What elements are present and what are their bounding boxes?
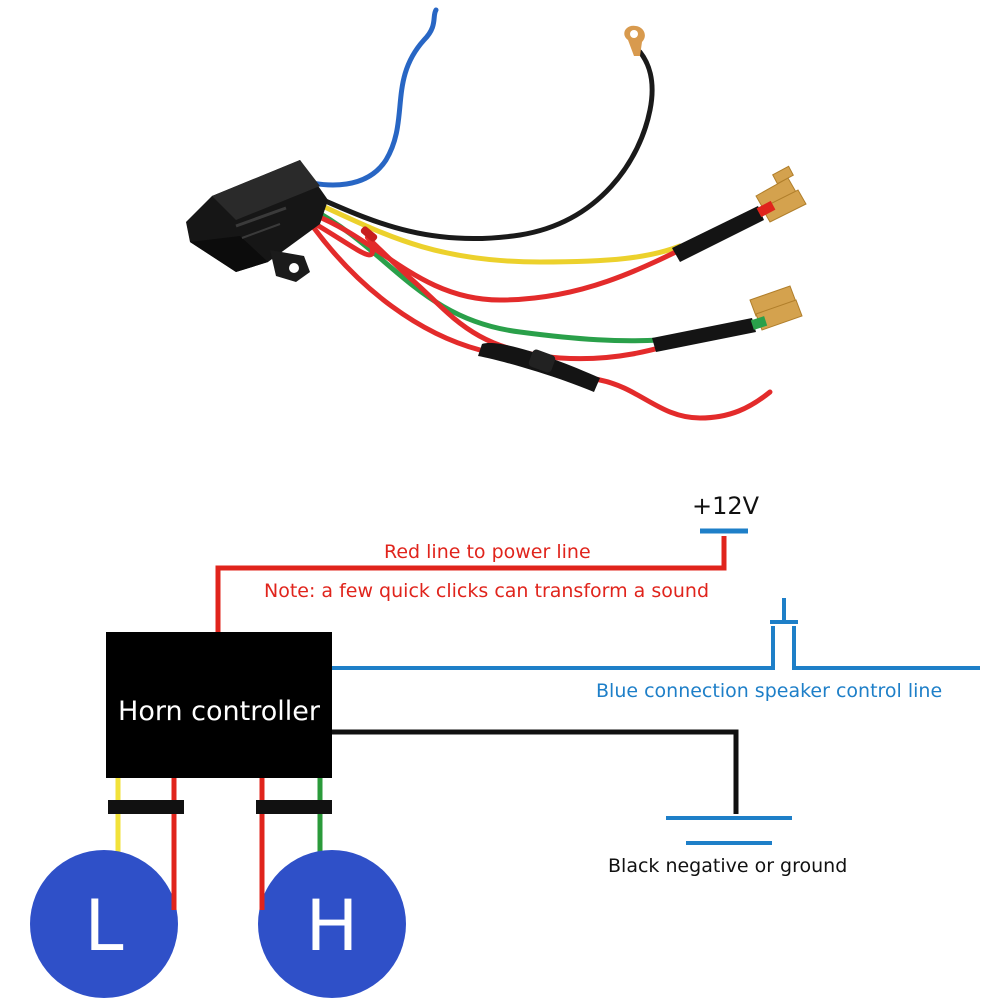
photo-ring-terminal (624, 25, 645, 56)
low-horn-connector-sleeve (108, 800, 184, 814)
horn-button-switch-icon (770, 598, 798, 624)
photo-wire-yellow (302, 195, 683, 265)
blue-control-line (332, 626, 980, 670)
photo-red-bullet (360, 226, 378, 242)
ground-label: Black negative or ground (608, 855, 847, 877)
photo-wire-black (297, 49, 655, 242)
photo-inline-fuse (478, 342, 600, 392)
red-power-line (215, 536, 727, 632)
high-horn-connector-sleeve (256, 800, 332, 814)
voltage-label: +12V (692, 492, 760, 520)
product-photo (186, 7, 807, 421)
note-label: Note: a few quick clicks can transform a… (264, 580, 709, 602)
horn-controller-title: Horn controller (118, 696, 321, 727)
photo-connector-upper (672, 165, 807, 262)
photo-wire-blue (289, 7, 439, 188)
photo-controller-module (186, 160, 328, 282)
blue-line-label: Blue connection speaker control line (596, 680, 942, 702)
low-horn-icon (30, 850, 178, 998)
high-horn-label: H (306, 885, 359, 967)
low-horn-label: L (85, 885, 124, 967)
ground-symbol-icon (666, 816, 792, 845)
red-line-label: Red line to power line (384, 541, 591, 563)
photo-wire-green (307, 205, 663, 344)
black-ground-line (332, 729, 739, 814)
high-horn-icon (258, 850, 406, 998)
wiring-diagram: +12V Red line to power line Note: a few … (30, 492, 980, 998)
photo-wire-red-2 (309, 219, 703, 362)
photo-connector-lower (652, 285, 803, 352)
horn-controller-box (106, 632, 332, 778)
